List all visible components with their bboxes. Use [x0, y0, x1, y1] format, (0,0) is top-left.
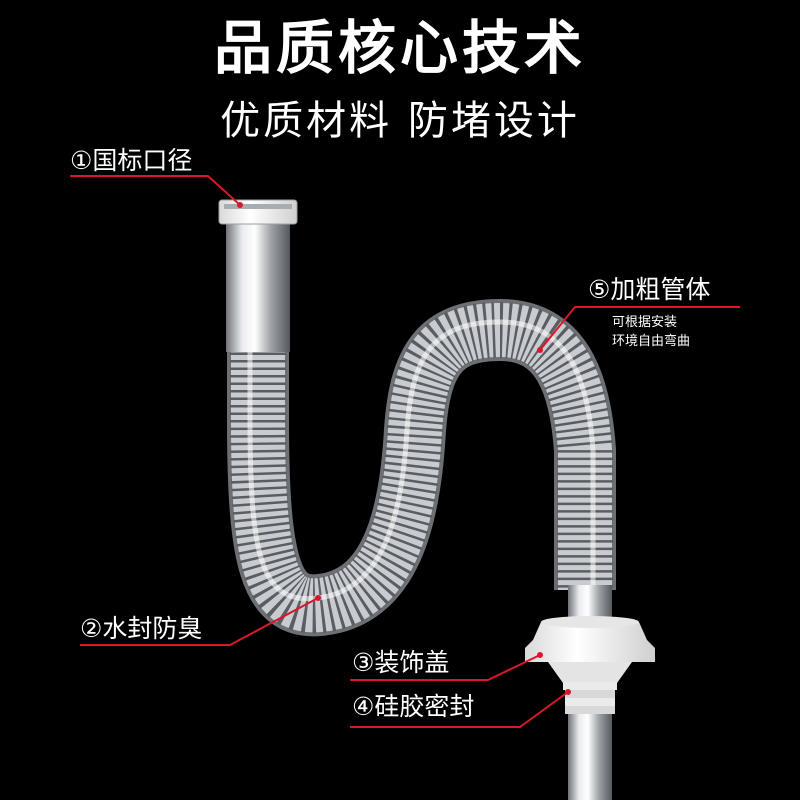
- callout-thick-tube: ⑤加粗管体: [588, 275, 711, 304]
- callout-decorative-cap: ③装饰盖: [352, 648, 450, 677]
- callout-silicone-seal: ④硅胶密封: [352, 692, 475, 721]
- outlet-tube: [568, 714, 612, 800]
- decorative-cap: [525, 616, 655, 690]
- silicone-seal: [563, 682, 617, 714]
- page-subtitle: 优质材料 防堵设计: [220, 98, 580, 144]
- leader-lines: [70, 175, 740, 728]
- page-title: 品质核心技术: [213, 14, 586, 82]
- callout-standard-caliber: ①国标口径: [70, 146, 193, 175]
- corrugated-hose: [227, 298, 616, 637]
- callout-thick-tube-note-2: 环境自由弯曲: [612, 334, 691, 349]
- callout-thick-tube-note-1: 可根据安装: [612, 315, 678, 330]
- callout-water-seal: ②水封防臭: [80, 614, 203, 643]
- top-tube: [218, 199, 298, 352]
